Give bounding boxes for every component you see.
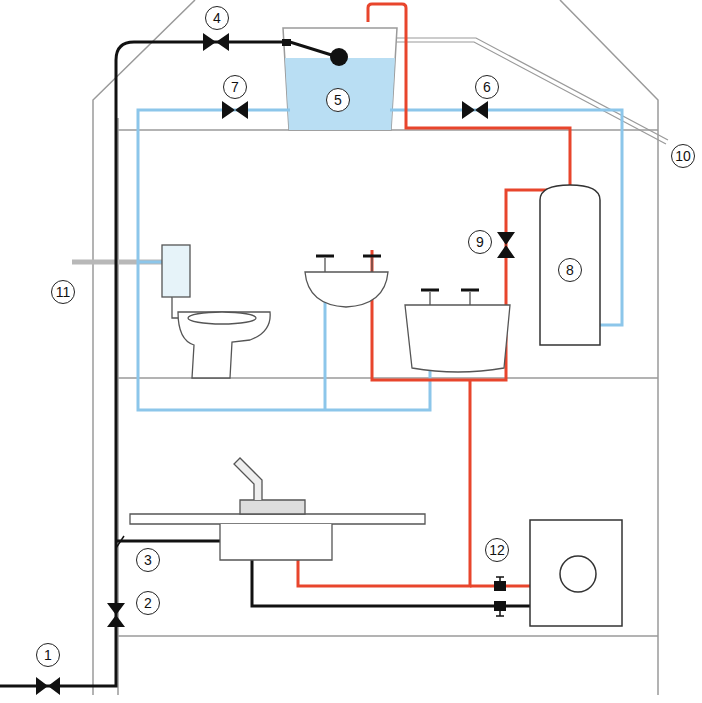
callout-number: 6 xyxy=(475,75,499,99)
overflow-pipe xyxy=(72,260,170,265)
tank-water xyxy=(285,58,395,130)
callout-number: 5 xyxy=(326,88,350,112)
house-outline xyxy=(93,0,658,695)
washer-valve xyxy=(494,581,506,591)
callout-number: 4 xyxy=(205,6,229,30)
kitchen-sink xyxy=(130,458,425,560)
bath xyxy=(405,290,510,372)
gate-valve xyxy=(203,33,229,51)
toilet xyxy=(162,245,270,378)
valves xyxy=(36,33,515,695)
cold-tank xyxy=(283,28,397,130)
hot-pipe xyxy=(298,4,570,586)
ball-float xyxy=(330,48,348,66)
callout-number: 12 xyxy=(485,538,509,562)
callout-number: 2 xyxy=(136,591,160,615)
callout-number: 3 xyxy=(136,548,160,572)
gate-valve xyxy=(462,101,488,119)
callout-number: 10 xyxy=(671,144,695,168)
callout-number: 7 xyxy=(223,75,247,99)
washing-machine xyxy=(530,520,622,626)
callout-number: 11 xyxy=(51,280,75,304)
basin xyxy=(305,256,388,307)
callout-number: 8 xyxy=(558,258,582,282)
mains-pipe xyxy=(0,42,530,686)
cold-pipe xyxy=(138,110,622,410)
hot-cylinder xyxy=(540,185,600,345)
stop-valve xyxy=(107,603,125,627)
callout-number: 9 xyxy=(468,230,492,254)
gate-valve xyxy=(222,101,248,119)
stop-valve xyxy=(36,677,60,695)
ball-valve xyxy=(282,39,291,46)
gate-valve xyxy=(497,232,515,258)
washer-valve xyxy=(494,601,506,611)
callout-number: 1 xyxy=(36,643,60,667)
